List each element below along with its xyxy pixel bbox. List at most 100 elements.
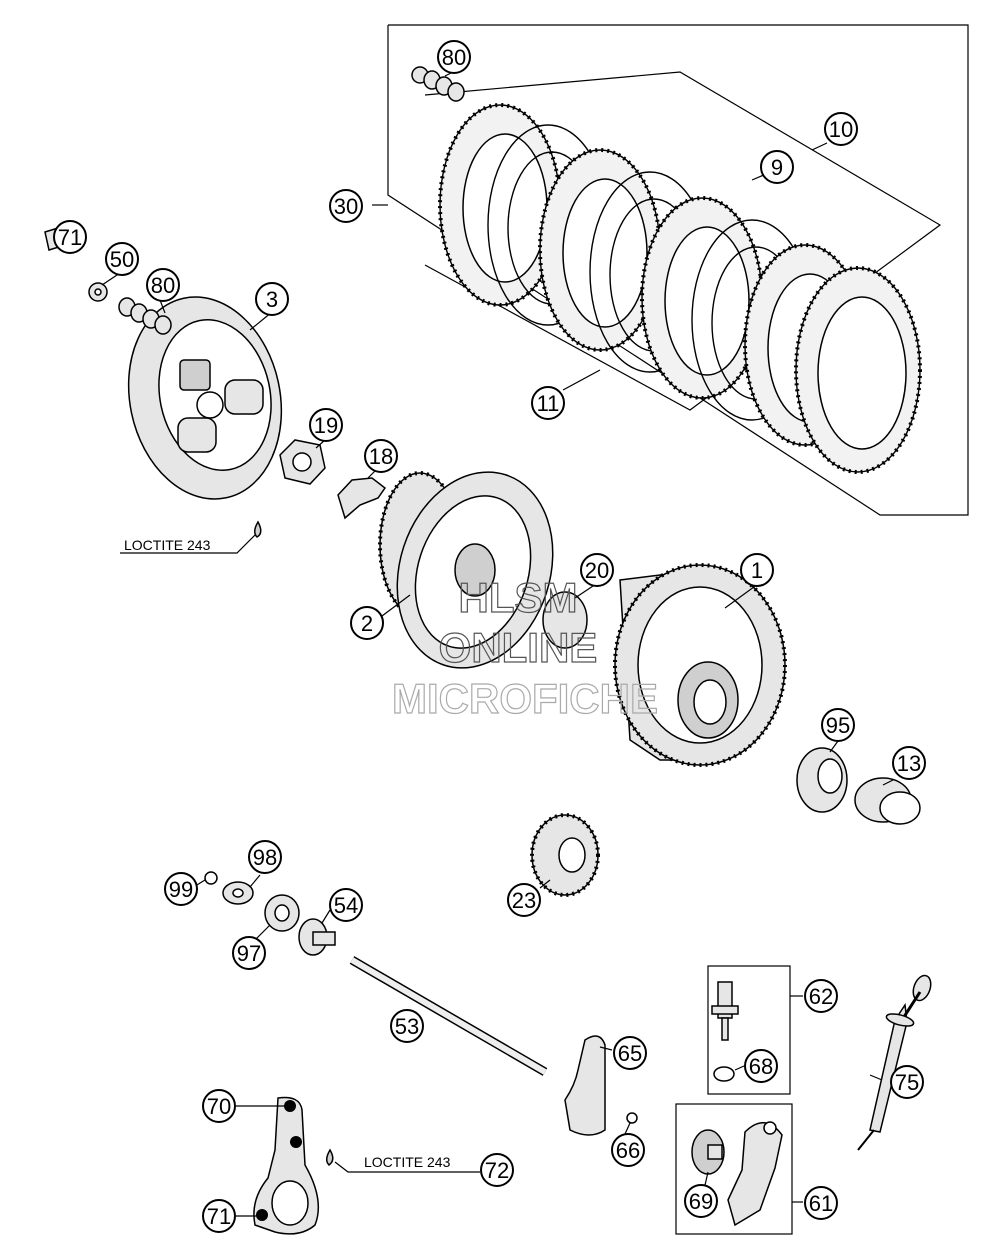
callout-75: 75: [890, 1065, 924, 1099]
callout-99: 99: [164, 872, 198, 906]
needle-bearing: [796, 747, 848, 813]
watermark-line1: HLSM: [459, 574, 578, 621]
svg-text:80: 80: [151, 273, 175, 298]
svg-text:9: 9: [771, 155, 783, 180]
svg-text:66: 66: [616, 1138, 640, 1163]
svg-text:65: 65: [618, 1041, 642, 1066]
callout-65: 65: [613, 1036, 647, 1070]
callout-80-left: 80: [146, 268, 180, 302]
svg-text:72: 72: [485, 1158, 509, 1183]
svg-text:18: 18: [369, 444, 393, 469]
svg-text:54: 54: [334, 893, 358, 918]
lock-washer: [337, 477, 387, 520]
callout-97: 97: [232, 936, 266, 970]
svg-text:75: 75: [895, 1070, 919, 1095]
syringe: [857, 974, 932, 1151]
callout-95: 95: [821, 708, 855, 742]
svg-text:20: 20: [585, 558, 609, 583]
callout-69: 69: [684, 1184, 718, 1218]
callout-20: 20: [580, 553, 614, 587]
watermark: HLSM ONLINE MICROFICHE: [391, 573, 658, 722]
callout-80-top: 80: [437, 40, 471, 74]
callout-71-bolt: 71: [53, 220, 87, 254]
callout-9: 9: [760, 150, 794, 184]
svg-text:80: 80: [442, 45, 466, 70]
primary-gear: [530, 813, 600, 897]
callout-54: 54: [329, 888, 363, 922]
callout-1: 1: [740, 553, 774, 587]
callout-19: 19: [309, 408, 343, 442]
callout-70: 70: [202, 1089, 236, 1123]
callout-62: 62: [804, 979, 838, 1013]
watermark-line3: MICROFICHE: [392, 675, 658, 722]
inner-clutch-hub: [378, 471, 554, 669]
spring-top: [411, 66, 465, 102]
svg-text:19: 19: [314, 413, 338, 438]
svg-text:71: 71: [207, 1204, 231, 1229]
watermark-line2: ONLINE: [439, 624, 598, 671]
clutch-plate-pack: [372, 24, 969, 516]
callout-18: 18: [364, 439, 398, 473]
callout-30: 30: [329, 189, 363, 223]
svg-text:1: 1: [751, 558, 763, 583]
svg-text:69: 69: [689, 1189, 713, 1214]
callout-23: 23: [507, 883, 541, 917]
friction-plate: [794, 266, 922, 474]
thrust-washer: [542, 591, 588, 649]
hex-nut: [279, 439, 326, 485]
svg-text:23: 23: [512, 888, 536, 913]
callout-53: 53: [390, 1009, 424, 1043]
bleed-screw-kit: [707, 965, 803, 1095]
svg-text:11: 11: [537, 391, 560, 416]
svg-text:2: 2: [361, 611, 373, 636]
svg-text:61: 61: [809, 1191, 833, 1216]
callout-11: 11: [531, 386, 565, 420]
callout-68: 68: [744, 1049, 778, 1083]
svg-text:13: 13: [897, 751, 921, 776]
svg-text:71: 71: [58, 225, 82, 250]
axial-bearing: [264, 894, 300, 932]
callout-71-cover: 71: [202, 1199, 236, 1233]
friction-plate: [538, 148, 662, 352]
svg-text:68: 68: [749, 1054, 773, 1079]
loctite-note-1: LOCTITE 243: [124, 537, 211, 553]
loctite-note-2: LOCTITE 243: [364, 1154, 451, 1170]
loctite-drop-2: [326, 1148, 334, 1166]
spring-left: [118, 297, 172, 335]
pressure-plate: [127, 296, 283, 500]
callout-50: 50: [105, 242, 139, 276]
callout-3: 3: [255, 282, 289, 316]
svg-text:30: 30: [334, 194, 358, 219]
svg-text:53: 53: [395, 1014, 419, 1039]
svg-text:10: 10: [829, 117, 853, 142]
outer-clutch-basket: [613, 563, 787, 767]
washer: [88, 282, 108, 302]
svg-text:70: 70: [207, 1094, 231, 1119]
callout-10: 10: [824, 112, 858, 146]
callout-61: 61: [804, 1186, 838, 1220]
slave-cylinder-kit: [675, 1103, 803, 1235]
callout-72: 72: [480, 1153, 514, 1187]
slave-cylinder-cover: [253, 1096, 320, 1235]
callout-13: 13: [892, 746, 926, 780]
callout-2: 2: [350, 606, 384, 640]
bushing: [854, 777, 921, 825]
o-ring: [626, 1112, 638, 1124]
pressure-piece: [298, 918, 336, 956]
friction-plate: [438, 103, 562, 307]
callout-66: 66: [611, 1133, 645, 1167]
svg-text:99: 99: [169, 877, 193, 902]
gasket: [564, 1035, 606, 1136]
friction-plate: [640, 196, 764, 400]
svg-text:50: 50: [110, 247, 134, 272]
svg-text:3: 3: [266, 287, 278, 312]
svg-text:95: 95: [826, 713, 850, 738]
svg-text:97: 97: [237, 941, 261, 966]
svg-text:62: 62: [809, 984, 833, 1009]
ball: [204, 871, 218, 885]
push-rod-highlight: [350, 957, 547, 1075]
washer-98: [222, 881, 254, 905]
loctite-drop-1: [254, 520, 262, 538]
svg-text:98: 98: [253, 845, 277, 870]
